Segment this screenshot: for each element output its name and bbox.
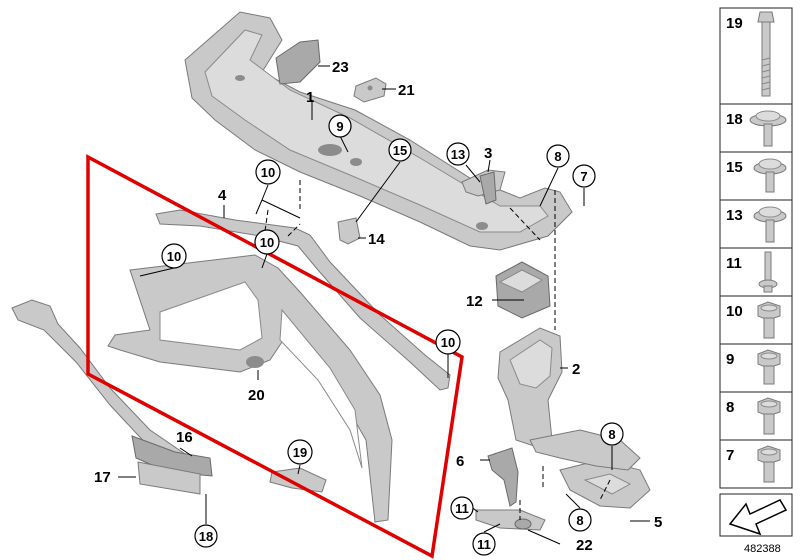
svg-text:13: 13 — [726, 207, 743, 224]
callout-8-b: 8 — [600, 422, 624, 446]
svg-text:7: 7 — [726, 447, 734, 464]
direction-arrow-box — [719, 493, 793, 537]
label-part-4: 4 — [218, 187, 227, 204]
svg-text:19: 19 — [726, 15, 743, 32]
sidebar-item-9[interactable]: 9 — [719, 343, 793, 393]
label-part-12: 12 — [466, 293, 483, 310]
svg-text:18: 18 — [199, 529, 213, 544]
flange-screw-icon — [753, 206, 787, 243]
sidebar-item-7[interactable]: 7 — [719, 439, 793, 489]
fastener-sidebar: 19 18 15 — [719, 7, 793, 555]
callout-19: 19 — [287, 439, 313, 465]
svg-text:13: 13 — [451, 147, 465, 162]
callout-9: 9 — [328, 114, 352, 138]
bracket-part-14[interactable] — [337, 217, 361, 245]
svg-text:11: 11 — [455, 501, 469, 516]
label-part-5: 5 — [654, 514, 662, 531]
hex-bolt-icon — [757, 397, 781, 435]
svg-text:10: 10 — [441, 335, 455, 350]
svg-text:7: 7 — [580, 169, 587, 184]
svg-text:15: 15 — [726, 159, 743, 176]
bracket-part-19-diagram[interactable] — [269, 467, 327, 493]
callout-18: 18 — [194, 524, 218, 548]
bracket-part-22[interactable] — [475, 509, 546, 531]
svg-text:9: 9 — [726, 351, 734, 368]
sidebar-item-18[interactable]: 18 — [719, 103, 793, 153]
clip-part-21[interactable] — [353, 77, 387, 103]
svg-text:8: 8 — [726, 399, 734, 416]
sidebar-item-19[interactable]: 19 — [719, 7, 793, 105]
plate-part-17[interactable] — [137, 461, 201, 495]
flange-screw-icon — [749, 110, 787, 147]
hex-bolt-icon — [757, 349, 781, 385]
svg-text:10: 10 — [726, 303, 743, 320]
callout-11-a: 11 — [450, 496, 474, 520]
label-part-17: 17 — [94, 469, 111, 486]
label-part-14: 14 — [368, 231, 385, 248]
label-part-16: 16 — [176, 429, 193, 446]
callout-10-d: 10 — [435, 329, 461, 355]
hex-bolt-icon — [757, 301, 781, 339]
frame-part-20[interactable] — [107, 254, 393, 523]
svg-text:11: 11 — [726, 255, 742, 272]
sidebar-item-10[interactable]: 10 — [719, 295, 793, 345]
svg-text:11: 11 — [477, 537, 491, 552]
highlight-frame — [86, 154, 464, 559]
callout-10-a: 10 — [255, 159, 281, 185]
svg-text:9: 9 — [336, 119, 343, 134]
forward-arrow-icon — [728, 499, 788, 536]
callout-8-c: 8 — [568, 508, 592, 532]
sidebar-item-8[interactable]: 8 — [719, 391, 793, 441]
callout-10-b: 10 — [161, 243, 187, 269]
bracket-part-12[interactable] — [495, 261, 551, 319]
svg-text:10: 10 — [167, 249, 181, 264]
svg-text:18: 18 — [726, 111, 743, 128]
bracket-part-23[interactable] — [275, 39, 321, 85]
callout-7: 7 — [572, 164, 596, 188]
callout-13: 13 — [446, 142, 470, 166]
circled-labels: 9 15 13 10 10 10 10 8 7 8 19 11 8 11 18 — [161, 114, 624, 556]
bracket-part-3[interactable] — [461, 169, 506, 205]
svg-text:15: 15 — [393, 143, 407, 158]
strut-part-16[interactable] — [11, 299, 213, 477]
svg-text:8: 8 — [608, 427, 615, 442]
flange-screw-icon — [753, 158, 787, 193]
svg-text:10: 10 — [260, 235, 274, 250]
label-part-20: 20 — [248, 387, 265, 404]
svg-text:10: 10 — [261, 165, 275, 180]
svg-text:8: 8 — [576, 513, 583, 528]
callout-10-c: 10 — [254, 229, 280, 255]
sidebar-item-15[interactable]: 15 — [719, 151, 793, 201]
plain-labels: 23 21 1 3 4 14 12 2 20 16 17 6 5 22 — [94, 59, 662, 554]
label-part-21: 21 — [398, 82, 415, 99]
sidebar-item-13[interactable]: 13 — [719, 199, 793, 249]
label-part-2: 2 — [572, 361, 580, 378]
bracket-part-6[interactable] — [487, 447, 519, 507]
stud-bolt-icon — [758, 251, 778, 293]
bracket-part-2[interactable] — [497, 327, 563, 449]
leader-lines — [118, 65, 650, 545]
label-part-3: 3 — [484, 145, 492, 162]
long-bolt-icon — [757, 11, 775, 97]
label-part-1: 1 — [306, 89, 314, 106]
svg-text:8: 8 — [554, 149, 561, 164]
callout-8-a: 8 — [546, 144, 570, 168]
svg-text:19: 19 — [293, 445, 307, 460]
sidebar-item-11[interactable]: 11 — [719, 247, 793, 297]
hex-bolt-icon — [757, 445, 781, 483]
reference-number: 482388 — [744, 543, 781, 555]
upper-carrier-part[interactable] — [184, 11, 573, 251]
label-part-22: 22 — [576, 537, 593, 554]
callout-15: 15 — [388, 138, 412, 162]
callout-11-b: 11 — [472, 532, 496, 556]
label-part-23: 23 — [332, 59, 349, 76]
label-part-6: 6 — [456, 453, 464, 470]
